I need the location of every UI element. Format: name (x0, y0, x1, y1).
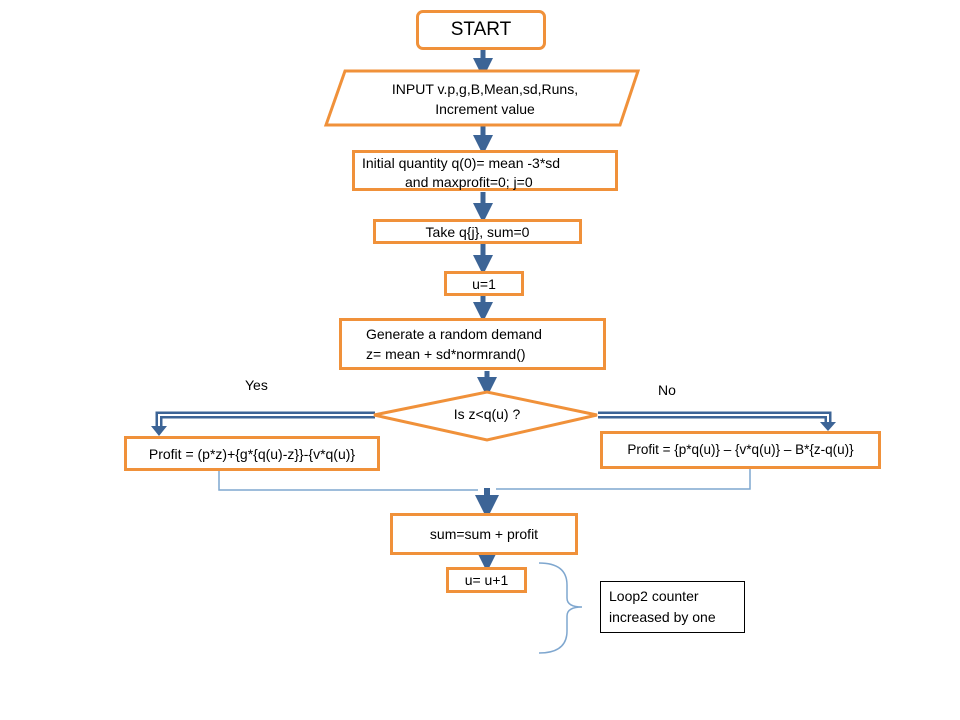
input-line-2: Increment value (435, 101, 535, 117)
take-q-label: Take q{j}, sum=0 (425, 223, 530, 240)
loop-counter-note: Loop2 counter increased by one (600, 581, 745, 633)
sum-update-box: sum=sum + profit (390, 513, 578, 555)
connector-no-merge (496, 469, 751, 490)
note-line-2: increased by one (609, 609, 716, 625)
profit-yes-box: Profit = (p*z)+{g*{q(u)-z}}-{v*q(u)} (124, 436, 380, 471)
u-increment-label: u= u+1 (464, 572, 509, 588)
sum-update-label: sum=sum + profit (429, 526, 539, 542)
profit-yes-label: Profit = (p*z)+{g*{q(u)-z}}-{v*q(u)} (148, 445, 356, 462)
generate-demand-box: Generate a random demand z= mean + sd*no… (339, 318, 606, 370)
decision-label: Is z<q(u) ? (453, 406, 521, 422)
connector-yes-merge (218, 471, 478, 491)
arrow-no-branch (598, 411, 836, 431)
u-increment-box: u= u+1 (446, 567, 527, 593)
u-init-box: u=1 (444, 271, 524, 296)
generate-line-2: z= mean + sd*normrand() (366, 346, 526, 362)
start-label: START (450, 19, 512, 40)
arrow-yes-branch (151, 411, 375, 436)
profit-no-label: Profit = {p*q(u)} – {v*q(u)} – B*{z-q(u)… (627, 442, 854, 457)
start-node: START (416, 10, 546, 50)
profit-no-box: Profit = {p*q(u)} – {v*q(u)} – B*{z-q(u)… (600, 431, 881, 469)
no-label: No (658, 382, 676, 398)
init-line-2: and maxprofit=0; j=0 (405, 174, 533, 190)
input-text: INPUT v.p,g,B,Mean,sd,Runs, Increment va… (350, 79, 620, 119)
loop-brace (538, 562, 583, 654)
init-line-1: Initial quantity q(0)= mean -3*sd (362, 155, 561, 171)
input-line-1: INPUT v.p,g,B,Mean,sd,Runs, (391, 81, 579, 97)
take-q-box: Take q{j}, sum=0 (373, 219, 582, 244)
init-process-box: Initial quantity q(0)= mean -3*sd and ma… (352, 150, 618, 191)
input-parallelogram (323, 69, 641, 127)
yes-label: Yes (245, 377, 268, 393)
decision-diamond (373, 390, 598, 442)
u-init-label: u=1 (472, 275, 496, 292)
note-line-1: Loop2 counter (609, 588, 699, 604)
generate-line-1: Generate a random demand (366, 326, 542, 342)
